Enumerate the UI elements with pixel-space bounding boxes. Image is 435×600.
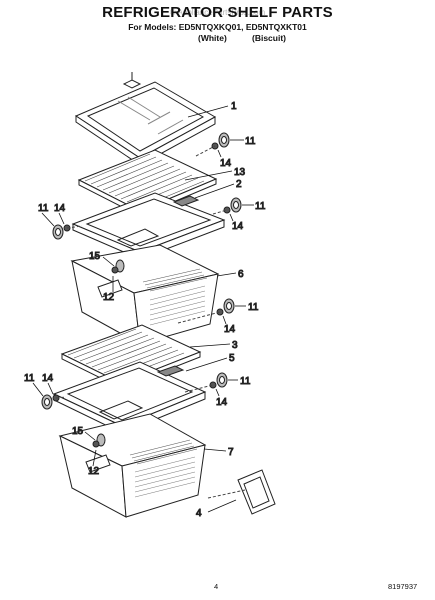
part-4-bracket [237, 469, 276, 515]
callout-14-c: 14 [54, 203, 66, 214]
callout-7: 7 [228, 447, 234, 458]
callout-14-d: 14 [224, 324, 236, 335]
callout-11-a: 11 [245, 136, 256, 147]
color-biscuit-label: (Biscuit) [252, 33, 286, 43]
callout-11-c: 11 [38, 203, 49, 214]
callout-12-b: 12 [88, 466, 100, 477]
callout-14-e: 14 [42, 373, 54, 384]
callout-12-a: 12 [103, 292, 115, 303]
watermark: © AppliancePartsPros.com [169, 8, 266, 17]
color-white-label: (White) [198, 33, 227, 43]
callout-11-b: 11 [255, 201, 266, 212]
callout-6: 6 [238, 269, 244, 280]
part-7-crisper-drawer [58, 413, 207, 518]
page-title: REFRIGERATOR SHELF PARTS [102, 4, 333, 21]
callout-1: 1 [231, 101, 237, 112]
part-1-glass-shelf [74, 72, 217, 166]
callout-11-f: 11 [240, 376, 251, 387]
callout-15-b: 15 [72, 426, 84, 437]
callout-2: 2 [236, 179, 242, 190]
roller-hardware [41, 132, 242, 448]
callout-11-e: 11 [24, 373, 35, 384]
models-line: For Models: ED5NTQXKQ01, ED5NTQXKT01 [128, 22, 307, 32]
callout-13: 13 [234, 167, 246, 178]
alignment-lines [55, 145, 246, 499]
callout-14-f: 14 [216, 397, 228, 408]
document-number: 8197937 [388, 582, 418, 591]
callout-14-a: 14 [220, 158, 232, 169]
callout-14-b: 14 [232, 221, 244, 232]
callout-3: 3 [232, 340, 238, 351]
callout-5: 5 [229, 353, 235, 364]
callout-4: 4 [196, 508, 202, 519]
page-number: 4 [214, 582, 219, 591]
callout-15-a: 15 [89, 251, 101, 262]
callout-11-d: 11 [248, 302, 259, 313]
leader-lines [32, 105, 254, 513]
